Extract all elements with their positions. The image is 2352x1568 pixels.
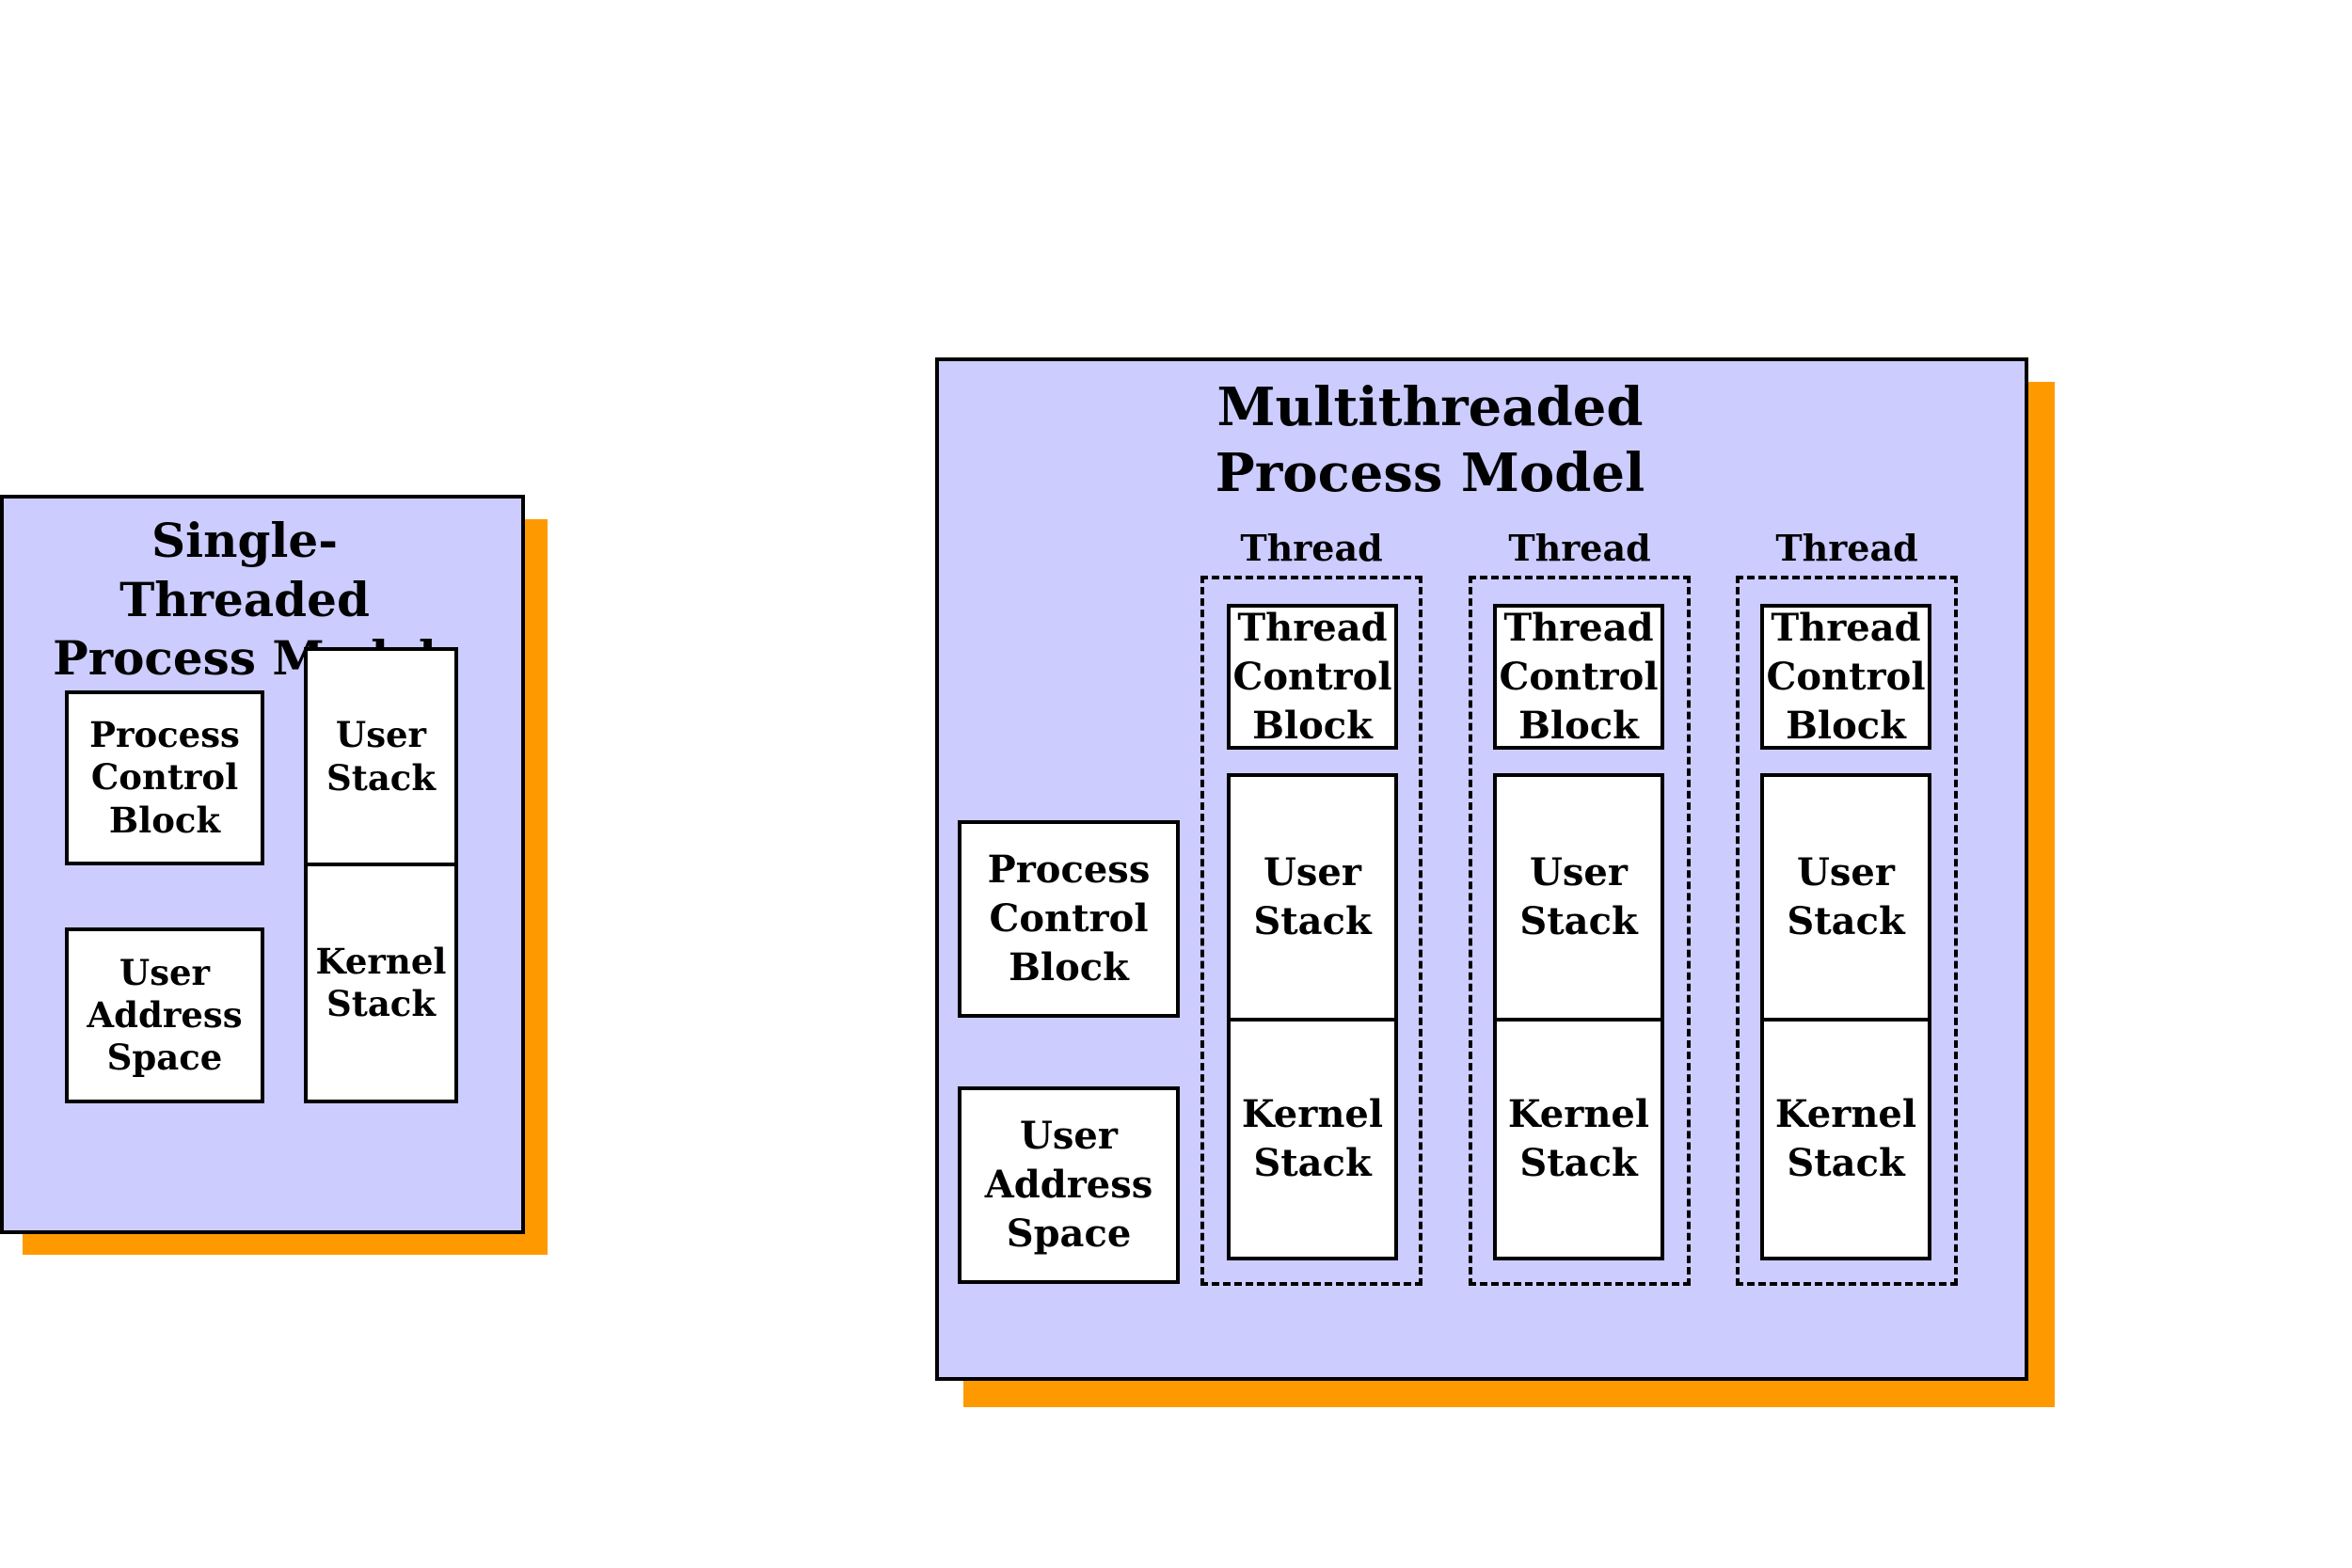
thread-control-block-1: Thread Control Block xyxy=(1227,604,1398,750)
thread-user-stack-3: User Stack xyxy=(1760,773,1931,1022)
thread-label-1: Thread xyxy=(1240,527,1383,569)
thread-group-1 xyxy=(1200,576,1422,1286)
single-process-control-block: Process Control Block xyxy=(65,690,264,865)
thread-user-stack-1: User Stack xyxy=(1227,773,1398,1022)
thread-control-block-2: Thread Control Block xyxy=(1493,604,1664,750)
multithreaded-title: Multithreaded Process Model xyxy=(1215,376,1645,504)
thread-label-3: Thread xyxy=(1775,527,1918,569)
single-kernel-stack: Kernel Stack xyxy=(304,863,458,1103)
single-user-stack: User Stack xyxy=(304,647,458,866)
thread-group-3 xyxy=(1736,576,1958,1286)
thread-group-2 xyxy=(1469,576,1691,1286)
multi-user-address-space: User Address Space xyxy=(958,1086,1180,1284)
thread-control-block-3: Thread Control Block xyxy=(1760,604,1931,750)
thread-label-2: Thread xyxy=(1508,527,1651,569)
thread-user-stack-2: User Stack xyxy=(1493,773,1664,1022)
thread-kernel-stack-1: Kernel Stack xyxy=(1227,1018,1398,1260)
multi-process-control-block: Process Control Block xyxy=(958,820,1180,1018)
thread-kernel-stack-3: Kernel Stack xyxy=(1760,1018,1931,1260)
single-user-address-space: User Address Space xyxy=(65,927,264,1103)
thread-kernel-stack-2: Kernel Stack xyxy=(1493,1018,1664,1260)
